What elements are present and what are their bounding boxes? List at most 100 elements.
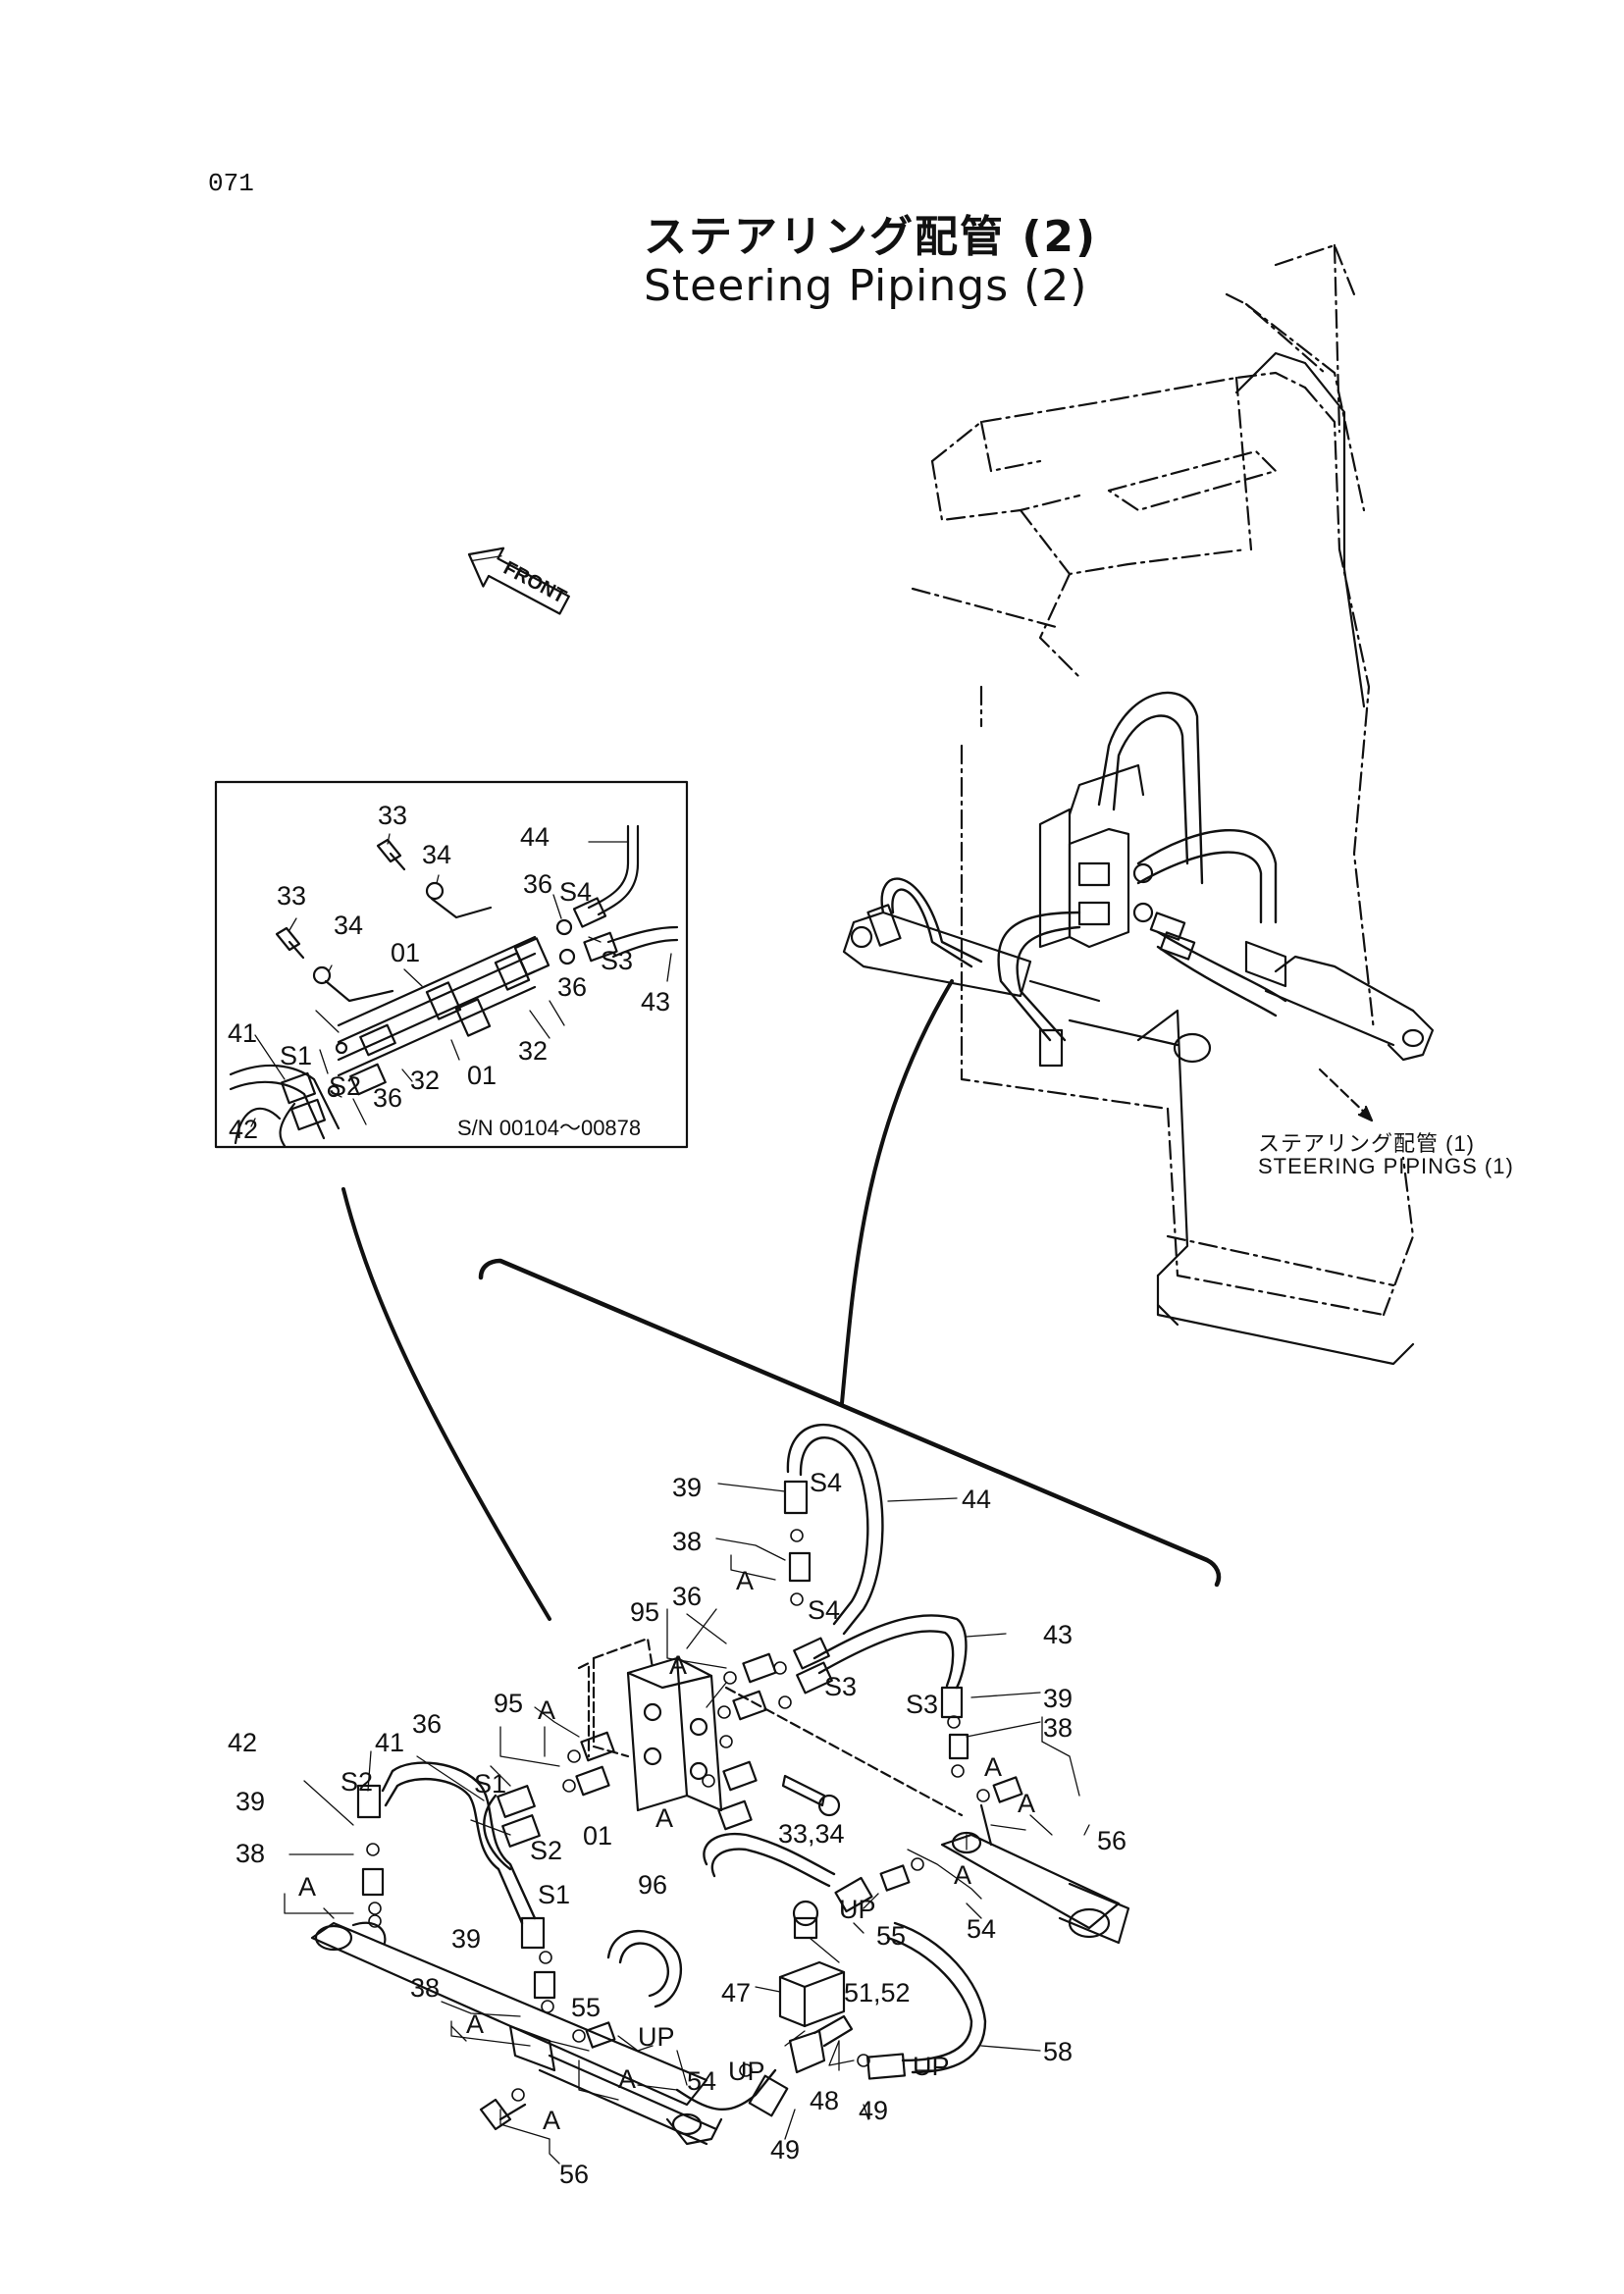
callout: 47 [721,1978,751,2007]
inset-callout: 43 [641,987,670,1017]
upper-valve-block [1038,763,1154,949]
cross-reference-arrow [1318,1068,1374,1122]
main-view-bracket [478,1258,1222,1588]
callout: 44 [962,1485,991,1514]
callout: A [736,1566,754,1595]
o-rings [366,1529,990,2102]
callout: 48 [810,2086,839,2115]
callout: 51,52 [844,1978,911,2007]
callout: A [984,1752,1002,1782]
callout: S3 [824,1672,857,1701]
callout: S4 [810,1468,842,1497]
front-arrow-icon [467,547,570,615]
inset-callout: 42 [229,1115,258,1144]
callout: 56 [1097,1826,1126,1855]
callout: 96 [638,1870,667,1900]
serial-range: S/N 00104～00878 [457,1116,641,1140]
callout: 01 [583,1821,612,1851]
upper-hoses [880,691,1287,1042]
callout: S2 [341,1767,373,1797]
callout: S3 [906,1690,938,1719]
hose-43 [812,1614,968,1690]
callout: UP [638,2022,675,2052]
inset-callout: S3 [601,946,633,975]
machine-frame [911,243,1415,1317]
callout: UP [913,2052,950,2081]
page-number: 071 [208,169,254,198]
cross-reference-en: STEERING PIPINGS (1) [1258,1154,1514,1178]
callout: 38 [1043,1713,1073,1743]
inset-callout: 34 [422,840,451,869]
callout: 38 [410,1973,440,2003]
callout: S2 [530,1836,562,1865]
upper-cylinder-right [1244,940,1435,1062]
callout: 39 [236,1787,265,1816]
inset-callout: 33 [277,881,306,911]
inset-callout: 41 [228,1018,257,1048]
frame-outline [1136,351,1415,1366]
callout: UP [728,2057,765,2086]
callout: S1 [538,1880,570,1909]
callout: S1 [474,1769,506,1799]
callout: 54 [687,2066,716,2096]
page-title-en: Steering Pipings (2) [644,261,1088,311]
callout: A [543,2106,560,2135]
callout: A [655,1803,673,1833]
callout: 58 [1043,2037,1073,2066]
callout: 41 [375,1728,404,1757]
callout: UP [839,1895,876,1924]
callout: 33,34 [778,1819,845,1849]
upper-cylinder-left [842,911,1212,1064]
fittings [356,1480,1023,2131]
inset-callout: 36 [373,1083,402,1113]
inset-callout: 44 [520,822,550,852]
callout: A [538,1695,555,1725]
callout: 54 [967,1914,996,1944]
inset-callout: 34 [334,911,363,940]
callout: 39 [451,1924,481,1954]
callout: 39 [672,1473,702,1502]
inset-callout: S1 [280,1041,312,1070]
main-leaders [284,1483,1090,2164]
hose-44 [786,1423,884,1636]
inset-callout: 01 [391,938,420,967]
callout: A [466,2009,484,2039]
callout: 49 [770,2135,800,2164]
connector-curve-left [341,1187,551,1621]
callout: 95 [494,1689,523,1718]
callout: A [618,2064,636,2094]
callout: S4 [808,1595,840,1625]
callout: A [954,1860,971,1890]
callout: 38 [672,1527,702,1556]
page-title-jp: ステアリング配管 (2) [644,212,1098,262]
valve-block-01 [577,1637,723,1812]
inset-callout: 32 [518,1036,548,1066]
inset-frame [214,780,689,1149]
inset-drawing [229,824,679,1148]
callout: 55 [876,1921,906,1951]
callout: 43 [1043,1620,1073,1649]
callout: A [298,1872,316,1902]
main-callouts: 39 S4 44 38 A S4 36 95 A S3 43 S3 39 38 … [228,1468,1126,2189]
inset-callout: S4 [559,877,592,907]
callout: 55 [571,1993,601,2022]
inset-callouts: 33 34 33 34 44 36 S4 S3 43 01 36 32 01 4… [228,801,670,1144]
callout: 42 [228,1728,257,1757]
callout: 39 [1043,1684,1073,1713]
cylinder-left [310,1921,723,2146]
callout: A [1018,1789,1035,1818]
connector-curve-right [840,979,954,1405]
inset-callout: 01 [467,1061,497,1090]
inset-callout: 36 [523,869,552,899]
upper-fittings [866,904,1196,1068]
callout: 36 [412,1709,442,1739]
callout: 95 [630,1597,659,1627]
callout: 49 [859,2096,888,2125]
callout: 36 [672,1582,702,1611]
cross-reference-jp: ステアリング配管 (1) [1258,1131,1476,1156]
hose-41-42 [381,1761,537,1925]
inset-callout: S2 [329,1071,361,1101]
inset-leaders [250,833,672,1127]
callout: A [669,1650,687,1680]
